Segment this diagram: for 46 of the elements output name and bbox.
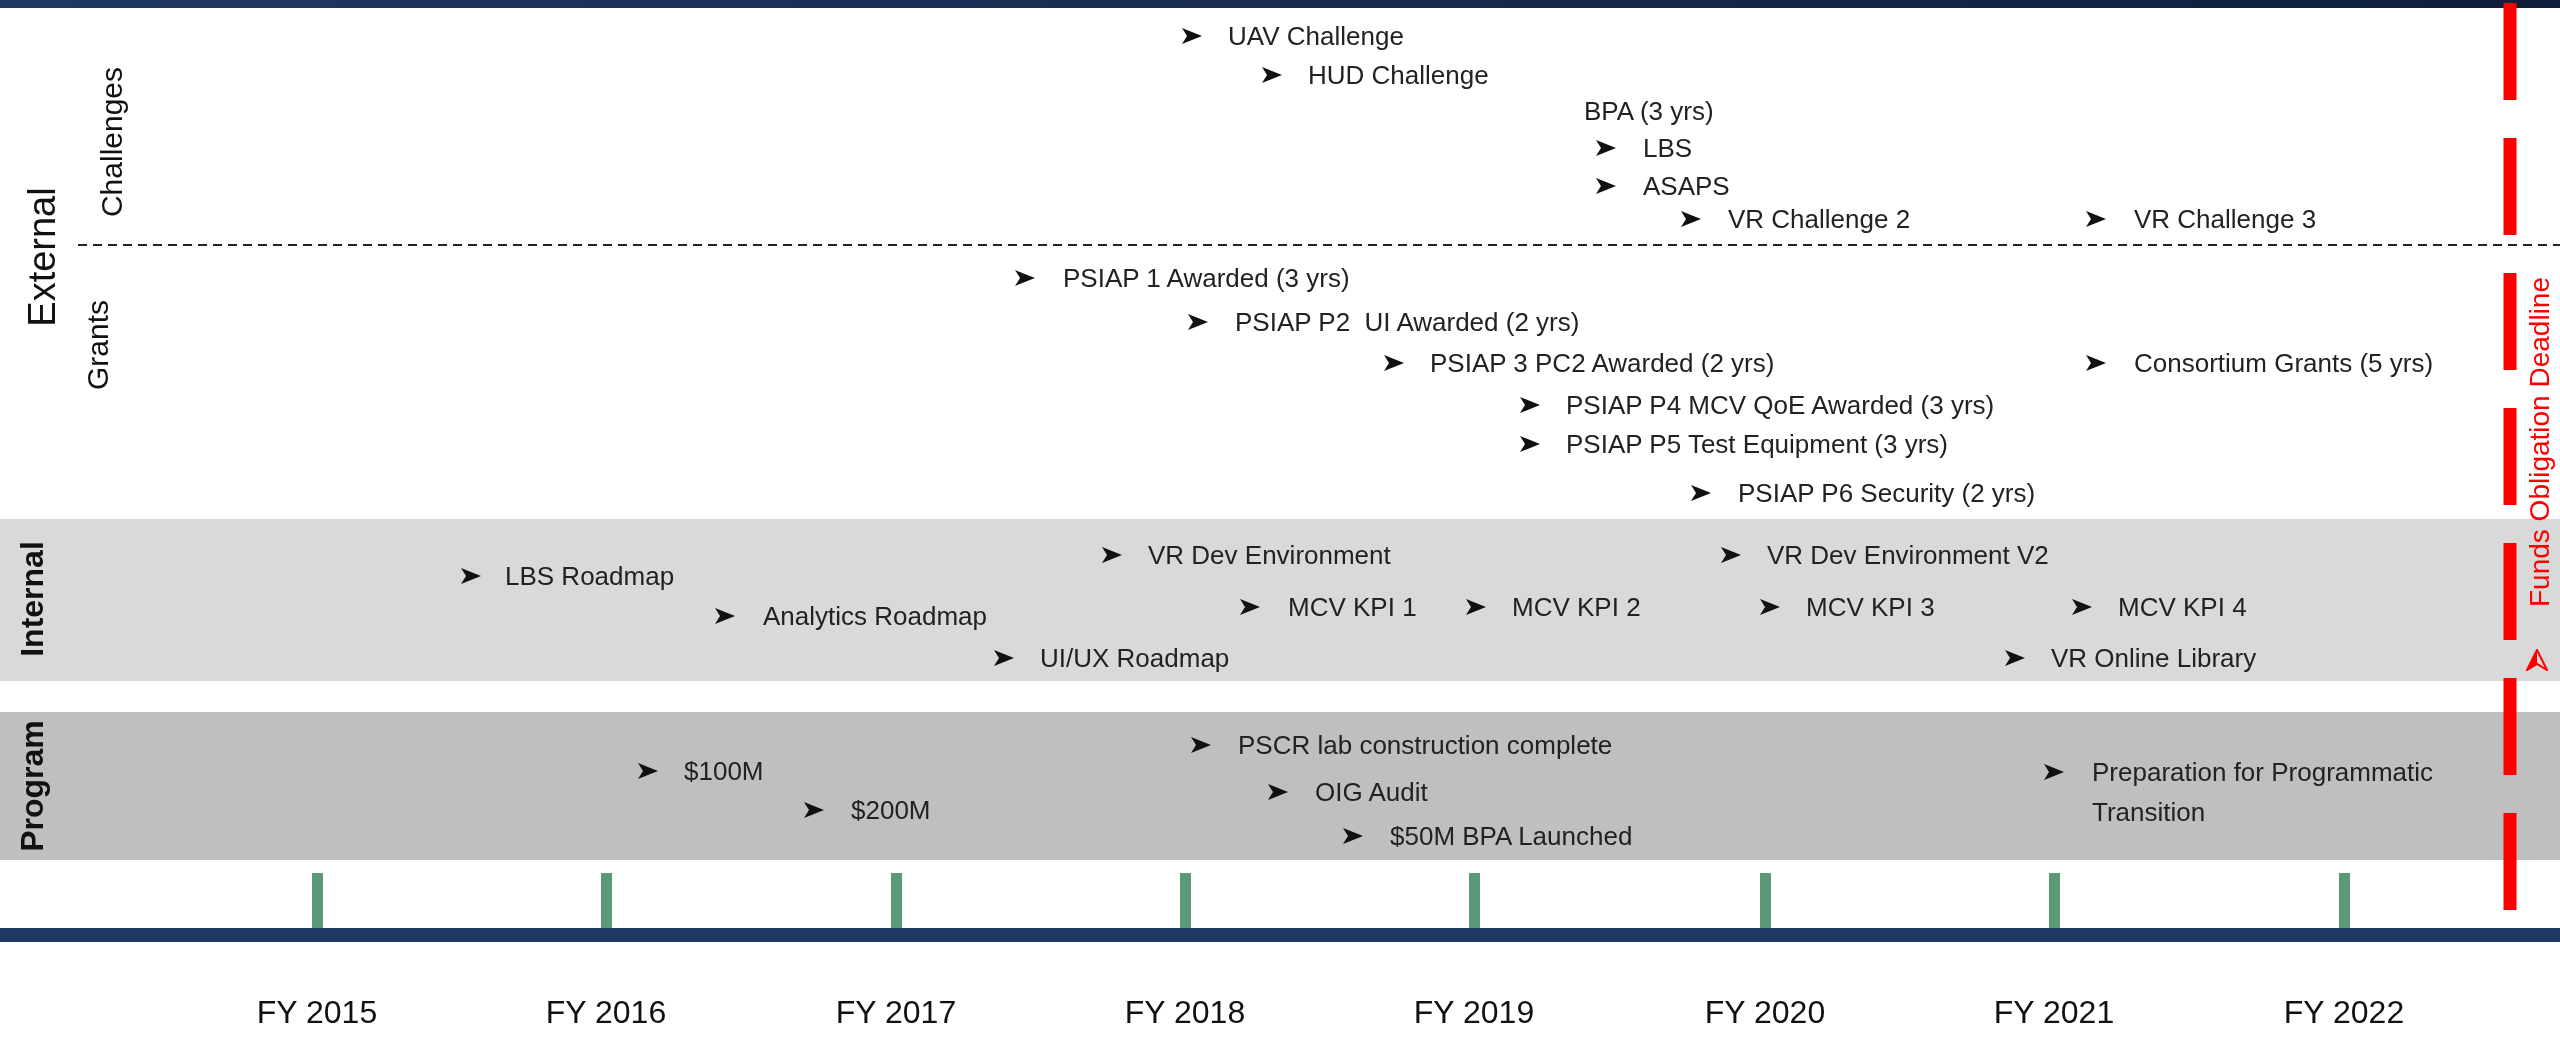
- milestone-text: PSIAP 1 Awarded (3 yrs): [1063, 262, 1350, 294]
- milestone-text: VR Challenge 3: [2134, 203, 2317, 235]
- milestone-text: UAV Challenge: [1228, 20, 1404, 52]
- milestone-text: Preparation for Programmatic Transition: [2092, 756, 2435, 829]
- milestone-text: Analytics Roadmap: [763, 600, 987, 632]
- milestone-text: PSIAP 3 PC2 Awarded (2 yrs): [1430, 347, 1775, 379]
- milestone-text: UI/UX Roadmap: [1040, 642, 1230, 674]
- swimlane-band: [0, 519, 2560, 681]
- swimlane-band: [0, 712, 2560, 860]
- year-label: FY 2019: [1413, 993, 1535, 1031]
- year-label: FY 2015: [256, 993, 378, 1031]
- year-label: FY 2021: [1993, 993, 2115, 1031]
- milestone-text: VR Dev Environment: [1148, 539, 1391, 571]
- milestone-text: OIG Audit: [1315, 776, 1428, 808]
- milestone-text: VR Dev Environment V2: [1767, 539, 2049, 571]
- milestone-text: PSIAP P5 Test Equipment (3 yrs): [1566, 428, 1948, 460]
- milestone-text: MCV KPI 3: [1806, 591, 1935, 623]
- milestone-text: LBS: [1643, 132, 1693, 164]
- milestone-text: LBS Roadmap: [505, 560, 675, 592]
- year-label: FY 2017: [835, 993, 957, 1031]
- milestone-text: MCV KPI 4: [2118, 591, 2247, 623]
- milestone-text: Consortium Grants (5 yrs): [2134, 347, 2434, 379]
- milestone-text: $50M BPA Launched: [1390, 820, 1633, 852]
- lane-title: Grants: [81, 300, 115, 390]
- milestone-text: ASAPS: [1643, 170, 1730, 202]
- milestone-text: PSIAP P4 MCV QoE Awarded (3 yrs): [1566, 389, 1995, 421]
- lane-title: Internal: [13, 541, 51, 657]
- year-label: FY 2016: [545, 993, 667, 1031]
- year-label: FY 2022: [2283, 993, 2405, 1031]
- milestone-text: VR Online Library: [2051, 642, 2257, 674]
- lane-title: Challenges: [95, 66, 129, 218]
- year-label: FY 2018: [1124, 993, 1246, 1031]
- milestone-text: VR Challenge 2: [1728, 203, 1911, 235]
- milestone-text: BPA (3 yrs): [1584, 95, 1714, 127]
- year-label: FY 2020: [1704, 993, 1826, 1031]
- milestone-text: PSCR lab construction complete: [1238, 729, 1613, 761]
- lane-title: External: [20, 187, 64, 327]
- milestone-text: PSIAP P2 UI Awarded (2 yrs): [1235, 306, 1580, 338]
- lane-title: Program: [13, 720, 51, 852]
- milestone-text: MCV KPI 1: [1288, 591, 1417, 623]
- milestone-text: $100M: [684, 755, 764, 787]
- milestone-text: HUD Challenge: [1308, 59, 1489, 91]
- milestone-text: PSIAP P6 Security (2 yrs): [1738, 477, 2036, 509]
- milestone-text: $200M: [851, 794, 931, 826]
- deadline-label: Funds Obligation Deadline: [2524, 277, 2556, 607]
- milestone-text: MCV KPI 2: [1512, 591, 1641, 623]
